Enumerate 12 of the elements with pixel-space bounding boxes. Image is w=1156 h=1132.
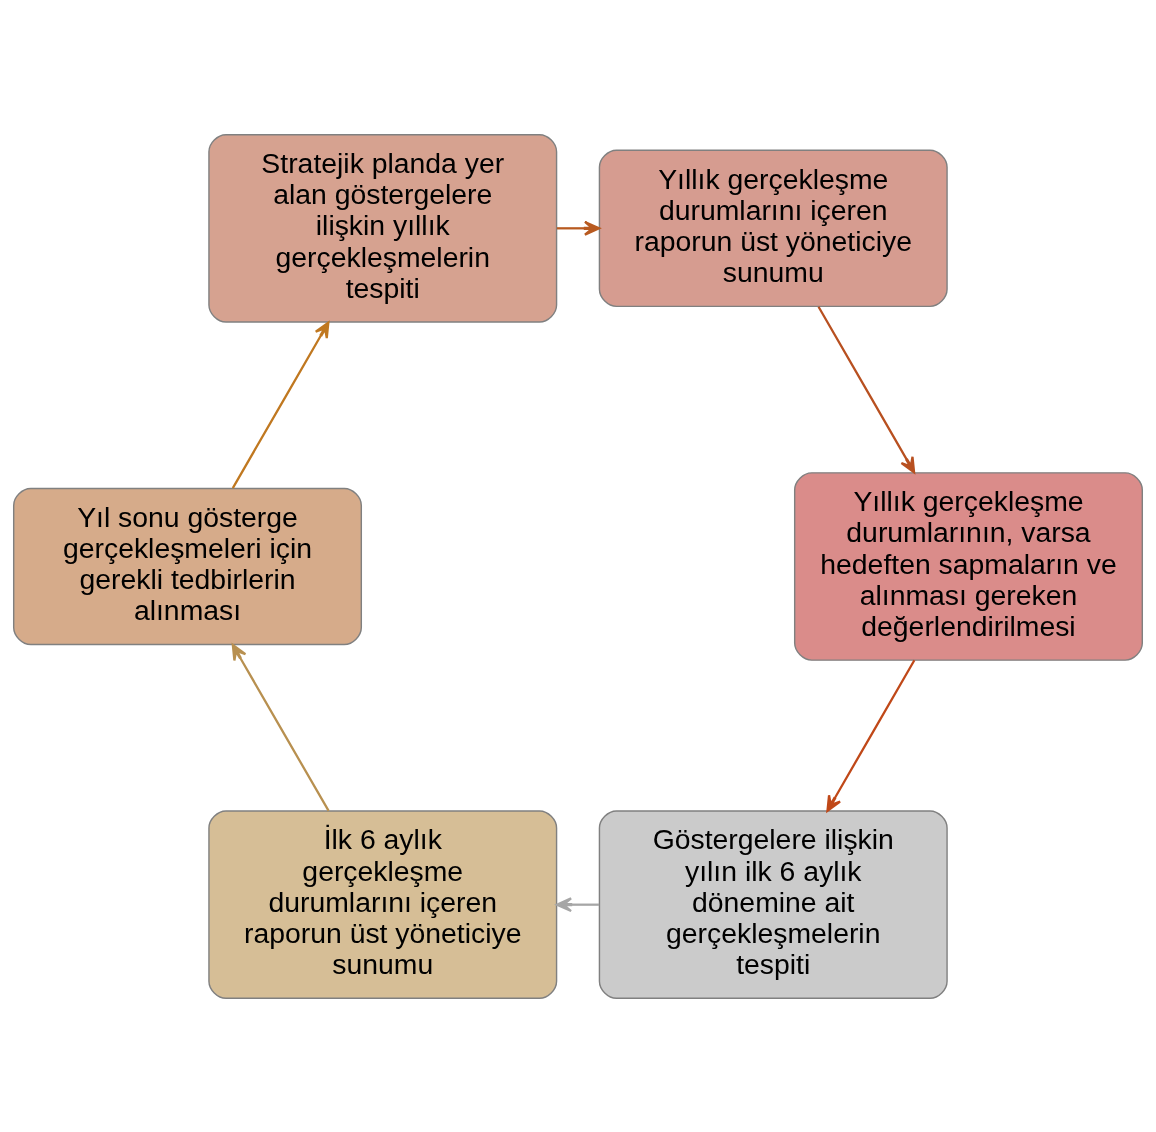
node-box: İlk 6 aylık gerçekleşme durumlarını içeren raporun üst yöneticiye sunumu <box>208 809 558 999</box>
arrow <box>817 305 916 473</box>
arrow <box>555 896 600 912</box>
node-box: Göstergelere ilişkin yılın ilk 6 aylık dönemine ait gerçekleşmelerin tespiti <box>598 809 948 999</box>
node-box: Yıl sonu gösterge gerçekleşmeleri için gerekli tedbirlerin alınması <box>13 487 363 645</box>
node-box: Yıllık gerçekleşme durumlarının, varsa hedeften sapmaların ve alınması gereken değerlendirilmesi <box>793 471 1143 661</box>
arrow <box>556 220 601 236</box>
arrow <box>231 643 330 811</box>
arrow <box>231 320 330 489</box>
arrow <box>826 659 916 812</box>
node-box: Stratejik planda yer alan göstergelere ilişkin yıllık gerçekleşmelerin tespiti <box>208 133 558 323</box>
node-box: Yıllık gerçekleşme durumlarını içeren raporun üst yöneticiye sunumu <box>598 149 948 307</box>
